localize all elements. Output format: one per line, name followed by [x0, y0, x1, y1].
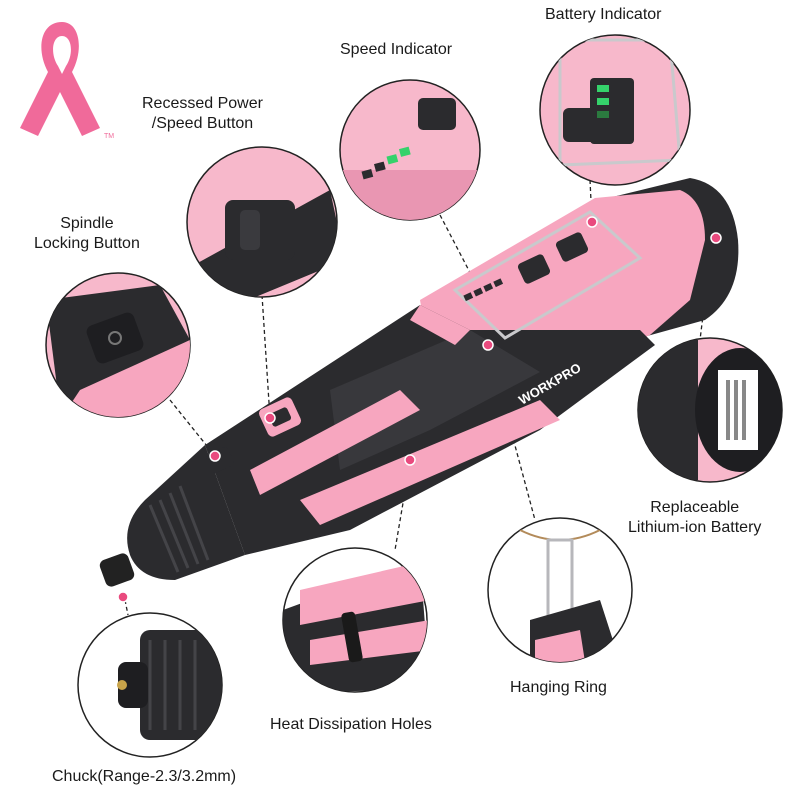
pink-ribbon-logo: TM — [20, 22, 114, 140]
tm-mark: TM — [104, 133, 114, 140]
hanging-ring-zoom — [487, 517, 633, 663]
battery-indicator-zoom — [539, 34, 691, 186]
heat-dissipation-holes-zoom — [282, 547, 428, 693]
chuck-zoom — [77, 612, 223, 758]
hanging-ring-label: Hanging Ring — [510, 679, 607, 696]
callout-markers — [117, 216, 722, 603]
battery-indicator-label: Battery Indicator — [545, 6, 662, 23]
replaceable-battery-label: Replaceable Lithium-ion Battery — [628, 499, 762, 536]
chuck-label: Chuck(Range-2.3/3.2mm) — [52, 768, 237, 785]
power-speed-button-zoom — [186, 146, 338, 298]
spindle-locking-button-label: Spindle Locking Button — [34, 215, 140, 252]
spindle-locking-button-zoom — [45, 272, 191, 418]
speed-indicator-zoom — [339, 79, 481, 221]
replaceable-battery-zoom — [637, 337, 783, 483]
heat-dissipation-holes-label: Heat Dissipation Holes — [270, 716, 432, 733]
rotary-tool: WORKPRO — [99, 178, 739, 587]
power-speed-button-label: Recessed Power /Speed Button — [142, 95, 263, 132]
speed-indicator-label: Speed Indicator — [340, 41, 453, 58]
